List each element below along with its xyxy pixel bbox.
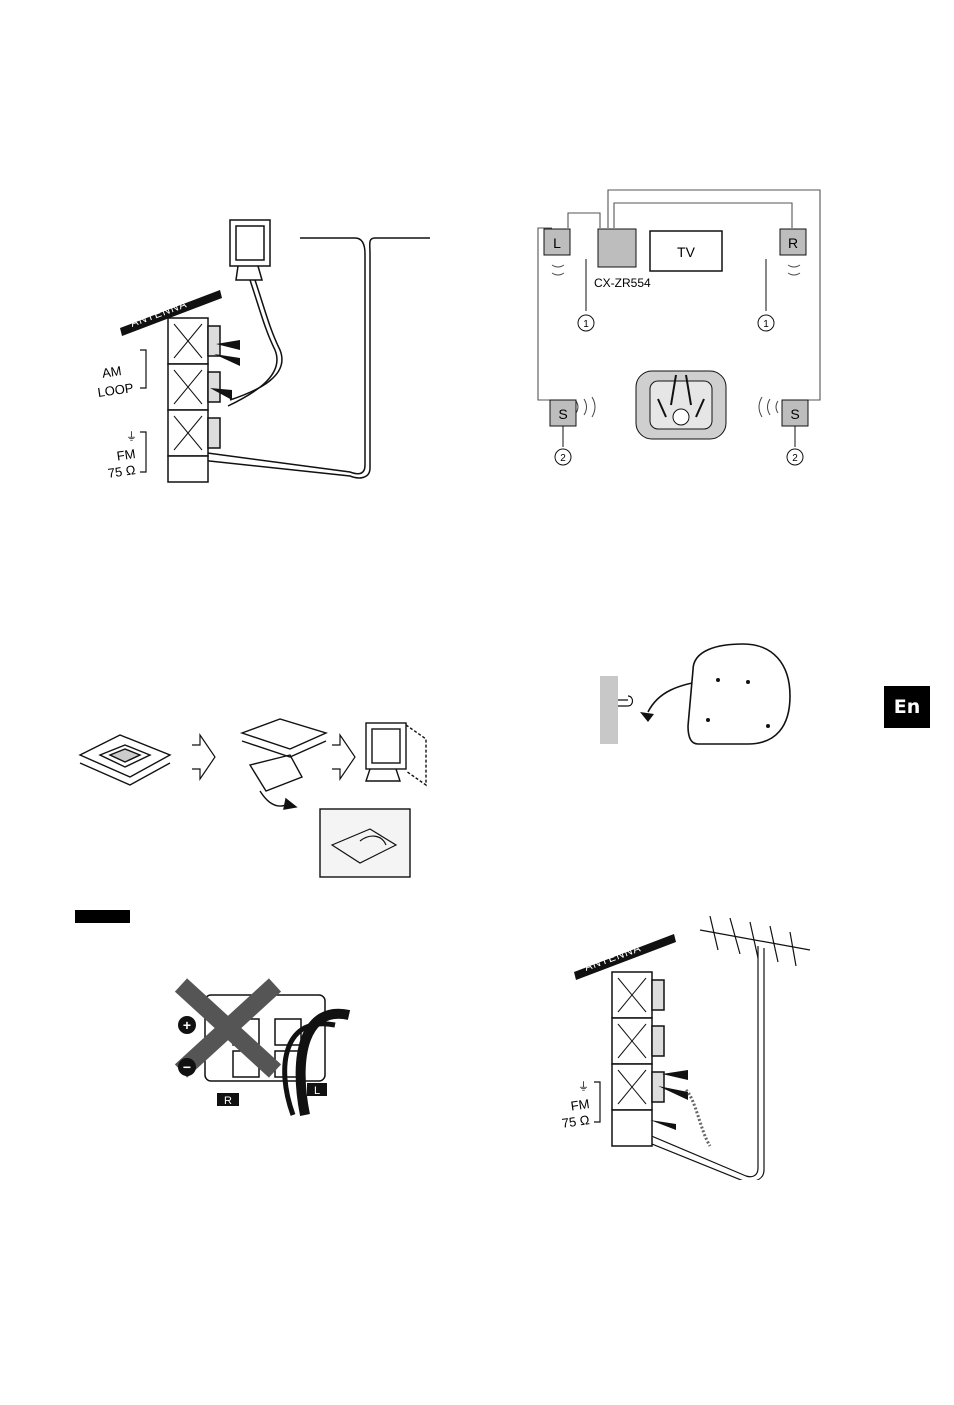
callout-1-right-text: 1 — [763, 319, 769, 330]
fm-label: FM — [116, 446, 137, 463]
outdoor-banner-text: ANTENNA — [583, 942, 643, 974]
right-tag-text: R — [224, 1095, 232, 1107]
plus-marker-text: + — [183, 1017, 191, 1033]
callout-1-left-text: 1 — [583, 319, 589, 330]
model-label: CX-ZR554 — [594, 276, 651, 290]
ground-symbol: ⏚ — [126, 430, 137, 443]
wall — [600, 676, 618, 744]
listener-seat — [636, 371, 726, 439]
speaker-wiring — [538, 190, 820, 400]
loop-label: LOOP — [97, 380, 135, 400]
outdoor-fm-label: FM — [570, 1096, 591, 1113]
outdoor-ground-symbol: ⏚ — [578, 1080, 589, 1093]
callout-2-left-text: 2 — [560, 453, 566, 464]
main-unit-box — [598, 229, 636, 267]
polarity-warning-figure: + − R L — [175, 975, 375, 1125]
minus-marker-text: − — [183, 1059, 191, 1075]
yagi-antenna — [642, 916, 810, 1180]
speaker-left-label: L — [553, 235, 561, 251]
antenna-connection-figure: ANTENNA AM LOOP ⏚ FM 75 Ω — [90, 210, 450, 490]
wall-screw — [618, 696, 633, 706]
outdoor-terminal-block — [612, 972, 664, 1146]
loop-detail-inset — [320, 809, 410, 877]
language-tab: En — [884, 686, 930, 728]
loop-assembly-figure — [70, 715, 450, 885]
am-label: AM — [101, 363, 122, 381]
speaker-right-label: R — [788, 235, 798, 251]
speaker-placement-figure: L TV R CX-ZR554 1 1 S S 2 2 — [530, 185, 830, 475]
left-tag-text: L — [314, 1085, 320, 1097]
speaker-mount-figure — [598, 640, 798, 750]
am-loop-antenna — [228, 220, 282, 406]
loop-step-1 — [80, 735, 170, 785]
step-arrow-1 — [192, 735, 215, 779]
surround-left-label: S — [558, 406, 567, 422]
step-arrow-2 — [332, 735, 355, 779]
loop-step-3 — [366, 723, 426, 785]
speaker-back — [688, 644, 790, 744]
surround-right-label: S — [790, 406, 799, 422]
loop-step-2 — [242, 719, 326, 809]
outdoor-fm-impedance: 75 Ω — [561, 1112, 591, 1131]
note-heading-bar — [75, 910, 130, 923]
fm-impedance-label: 75 Ω — [107, 462, 137, 481]
outdoor-antenna-figure: ANTENNA ⏚ FM 75 Ω — [550, 910, 820, 1180]
tv-label: TV — [677, 244, 696, 260]
callout-2-right-text: 2 — [792, 453, 798, 464]
antenna-terminal-block — [168, 318, 220, 482]
